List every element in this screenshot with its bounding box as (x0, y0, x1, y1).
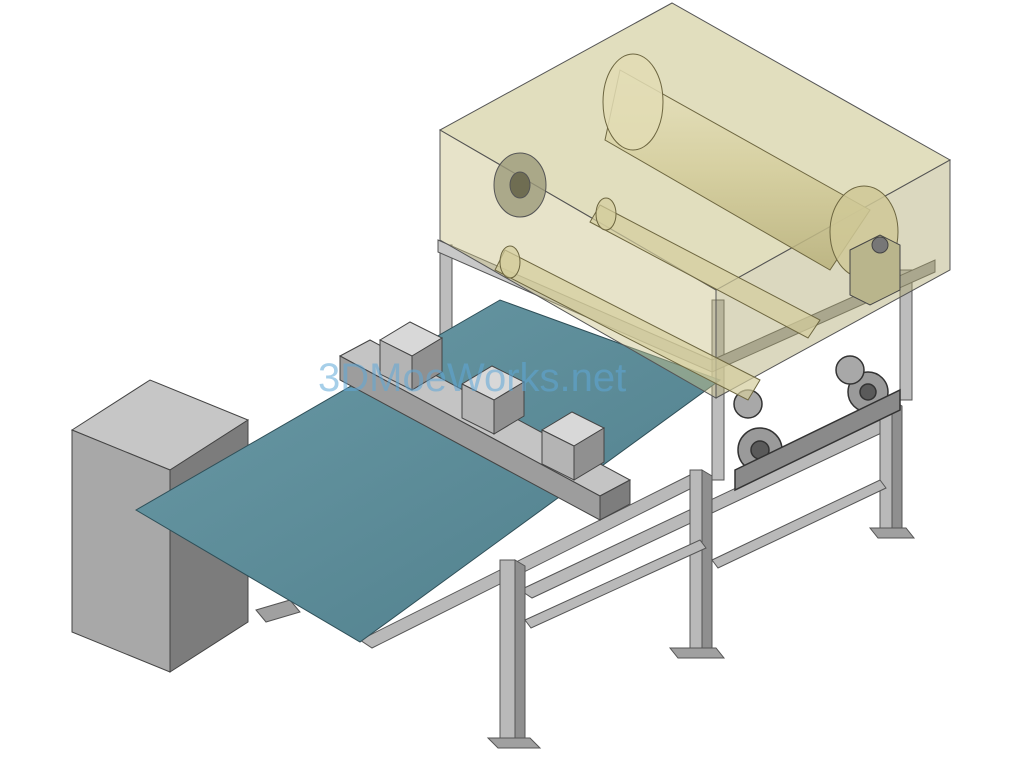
pneumatic-cylinder (378, 321, 444, 391)
pneumatic-cylinder (460, 365, 526, 435)
base-frame (255, 399, 916, 749)
pneumatic-cylinder (540, 411, 606, 481)
inner-rollers (494, 197, 821, 401)
bearing-block (849, 234, 901, 306)
hand-wheel (493, 152, 547, 218)
drive-sprockets (733, 355, 901, 492)
